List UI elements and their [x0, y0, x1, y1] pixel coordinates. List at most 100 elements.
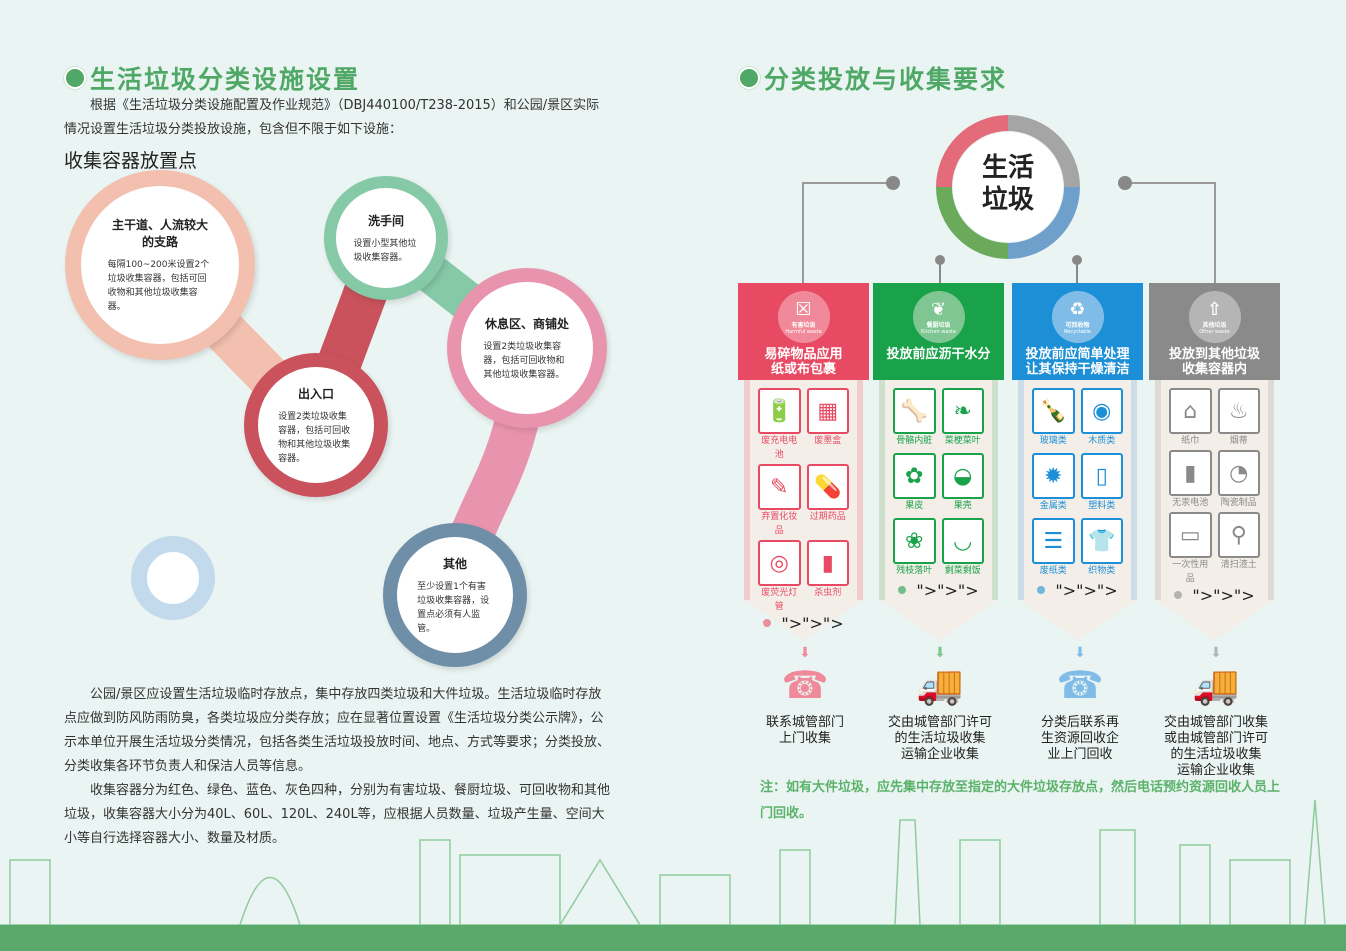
item-label: 织物类: [1088, 566, 1116, 576]
placement-point-4: 休息区、商铺处设置2类垃圾收集容器，包括可回收物和其他垃圾收集容器。: [447, 268, 607, 428]
method-text: 分类后联系再: [1040, 715, 1119, 730]
items-panel: 🍾玻璃类◉木质类✹金属类▯塑料类☰废纸类👕织物类">">">: [1018, 380, 1137, 600]
method-text: 或由城管部门许可: [1163, 731, 1268, 746]
item-icon: ❀: [893, 518, 936, 564]
hierarchy-lines: [802, 115, 1216, 283]
phone-icon: ☎: [1056, 663, 1104, 707]
collection-method-4: ⬇🚚交由城管部门收集或由城管部门许可的生活垃圾收集运输企业收集: [1146, 645, 1286, 779]
item-label: 残枝落叶: [896, 566, 933, 576]
method-text: 业上门回收: [1047, 747, 1113, 762]
header-line: 投放前应简单处理: [1025, 347, 1130, 362]
waste-item: ◒果壳: [941, 453, 984, 516]
waste-item: ☰废纸类: [1032, 518, 1075, 581]
waste-item: ▦废墨盒: [806, 388, 849, 462]
item-icon: ▮: [806, 540, 849, 586]
item-icon: ▭: [1169, 512, 1212, 558]
method-text: 生资源回收企: [1040, 731, 1119, 746]
item-icon: ⚲: [1217, 512, 1260, 558]
item-label: 菜梗菜叶: [944, 436, 981, 446]
item-label: 烟蒂: [1229, 436, 1248, 446]
placement-point-1: 主干道、人流较大的支路每隔100~200米设置2个垃圾收集容器，包括可回收物和其…: [65, 170, 255, 360]
point-title: 其他: [442, 556, 467, 571]
left-section-title: 生活垃圾分类设施设置: [64, 60, 360, 96]
point-desc: 至少设置1个有害垃圾收集容器，设置点必须有人监管。: [417, 581, 490, 634]
waste-item: ❧菜梗菜叶: [941, 388, 984, 451]
truck-icon: 🚚: [916, 663, 964, 707]
collection-method-3: ⬇☎分类后联系再生资源回收企业上门回收: [1010, 645, 1150, 763]
items-panel: ⌂纸巾♨烟蒂▮无汞电池◔陶瓷制品▭一次性用品⚲清扫渣土">">">: [1155, 380, 1274, 605]
item-icon: 🦴: [893, 388, 936, 434]
header-line: 纸或布包裹: [770, 362, 836, 377]
arrow-down-icon: ⬇: [1210, 645, 1222, 661]
item-label: 陶瓷制品: [1220, 498, 1257, 508]
item-icon: ☰: [1032, 518, 1075, 564]
waste-item: ♨烟蒂: [1217, 388, 1260, 448]
placement-point-2: 洗手间设置小型其他垃圾收集容器。: [324, 176, 448, 300]
footer-band: [0, 925, 1346, 951]
body-text: 公园/景区应设置生活垃圾临时存放点，集中存放四类垃圾和大件垃圾。生活垃圾临时存放…: [64, 687, 611, 846]
item-icon: ▯: [1080, 453, 1123, 499]
bullet-icon: [738, 67, 760, 89]
method-text: 联系城管部门: [765, 715, 844, 730]
waste-item: 🦴 骨骼内脏: [893, 388, 936, 451]
item-icon: ▮: [1169, 450, 1212, 496]
item-icon: ▦: [806, 388, 849, 434]
item-label: 塑料类: [1088, 501, 1116, 511]
waste-item: ▮杀虫剂: [806, 540, 849, 614]
waste-item: 💊过期药品: [806, 464, 849, 538]
waste-item: ▯ 塑料类: [1080, 453, 1123, 516]
item-label: 骨骼内脏: [896, 436, 933, 446]
waste-item: ▮ 无汞电池: [1169, 450, 1212, 510]
item-label: 弃置化妆品: [761, 512, 798, 536]
waste-item: 🍾玻璃类: [1032, 388, 1075, 451]
item-label: 过期药品: [809, 512, 846, 522]
waste-item: ❀ 残枝落叶: [893, 518, 936, 581]
item-icon: ✎: [758, 464, 801, 510]
point-title: 出入口: [297, 386, 334, 401]
item-icon: ⌂: [1169, 388, 1212, 434]
item-icon: 🔋: [758, 388, 801, 434]
chevron-shape: [1155, 600, 1274, 640]
item-label: 玻璃类: [1039, 436, 1067, 446]
phone-icon: ☎: [781, 663, 829, 707]
waste-item: ✹金属类: [1032, 453, 1075, 516]
item-icon: 👕: [1080, 518, 1123, 564]
center-label: 生活垃圾: [981, 153, 1034, 215]
point-title: 洗手间: [367, 213, 404, 228]
item-label: 纸巾: [1181, 436, 1200, 446]
item-icon: ✿: [893, 453, 936, 499]
dots-decoration: ">">">: [758, 614, 849, 633]
method-text: 上门收集: [778, 731, 831, 746]
placement-point-3: 出入口设置2类垃圾收集容器，包括可回收物和其他垃圾收集容器。: [244, 353, 388, 497]
right-section-title: 分类投放与收集要求: [738, 60, 1007, 96]
point-desc: 每隔100~200米设置2个垃圾收集容器，包括可回收物和其他垃圾收集容器。: [107, 260, 210, 312]
method-text: 运输企业收集: [1176, 763, 1255, 778]
point-title: 主干道、人流较大的支路: [111, 218, 208, 249]
point-desc: 设置小型其他垃圾收集容器。: [353, 238, 417, 263]
item-label: 剩菜剩饭: [944, 566, 981, 576]
bullet-icon: [64, 67, 86, 89]
item-icon: ✹: [1032, 453, 1075, 499]
waste-item: ✎弃置化妆品: [758, 464, 801, 538]
item-label: 清扫渣土: [1220, 560, 1257, 570]
point-desc: 设置2类垃圾收集容器，包括可回收物和其他垃圾收集容器。: [278, 411, 351, 464]
item-label: 无汞电池: [1172, 498, 1209, 508]
point-title: 休息区、商铺处: [484, 316, 569, 331]
chevron-shape: [1018, 600, 1137, 640]
waste-item: ◉木质类: [1080, 388, 1123, 451]
header-line: 投放到其他垃圾: [1168, 347, 1260, 362]
header-line: 让其保持干燥清洁: [1025, 362, 1130, 377]
waste-item: 🔋废充电电池: [758, 388, 801, 462]
method-text: 交由城管部门收集: [1163, 715, 1268, 730]
